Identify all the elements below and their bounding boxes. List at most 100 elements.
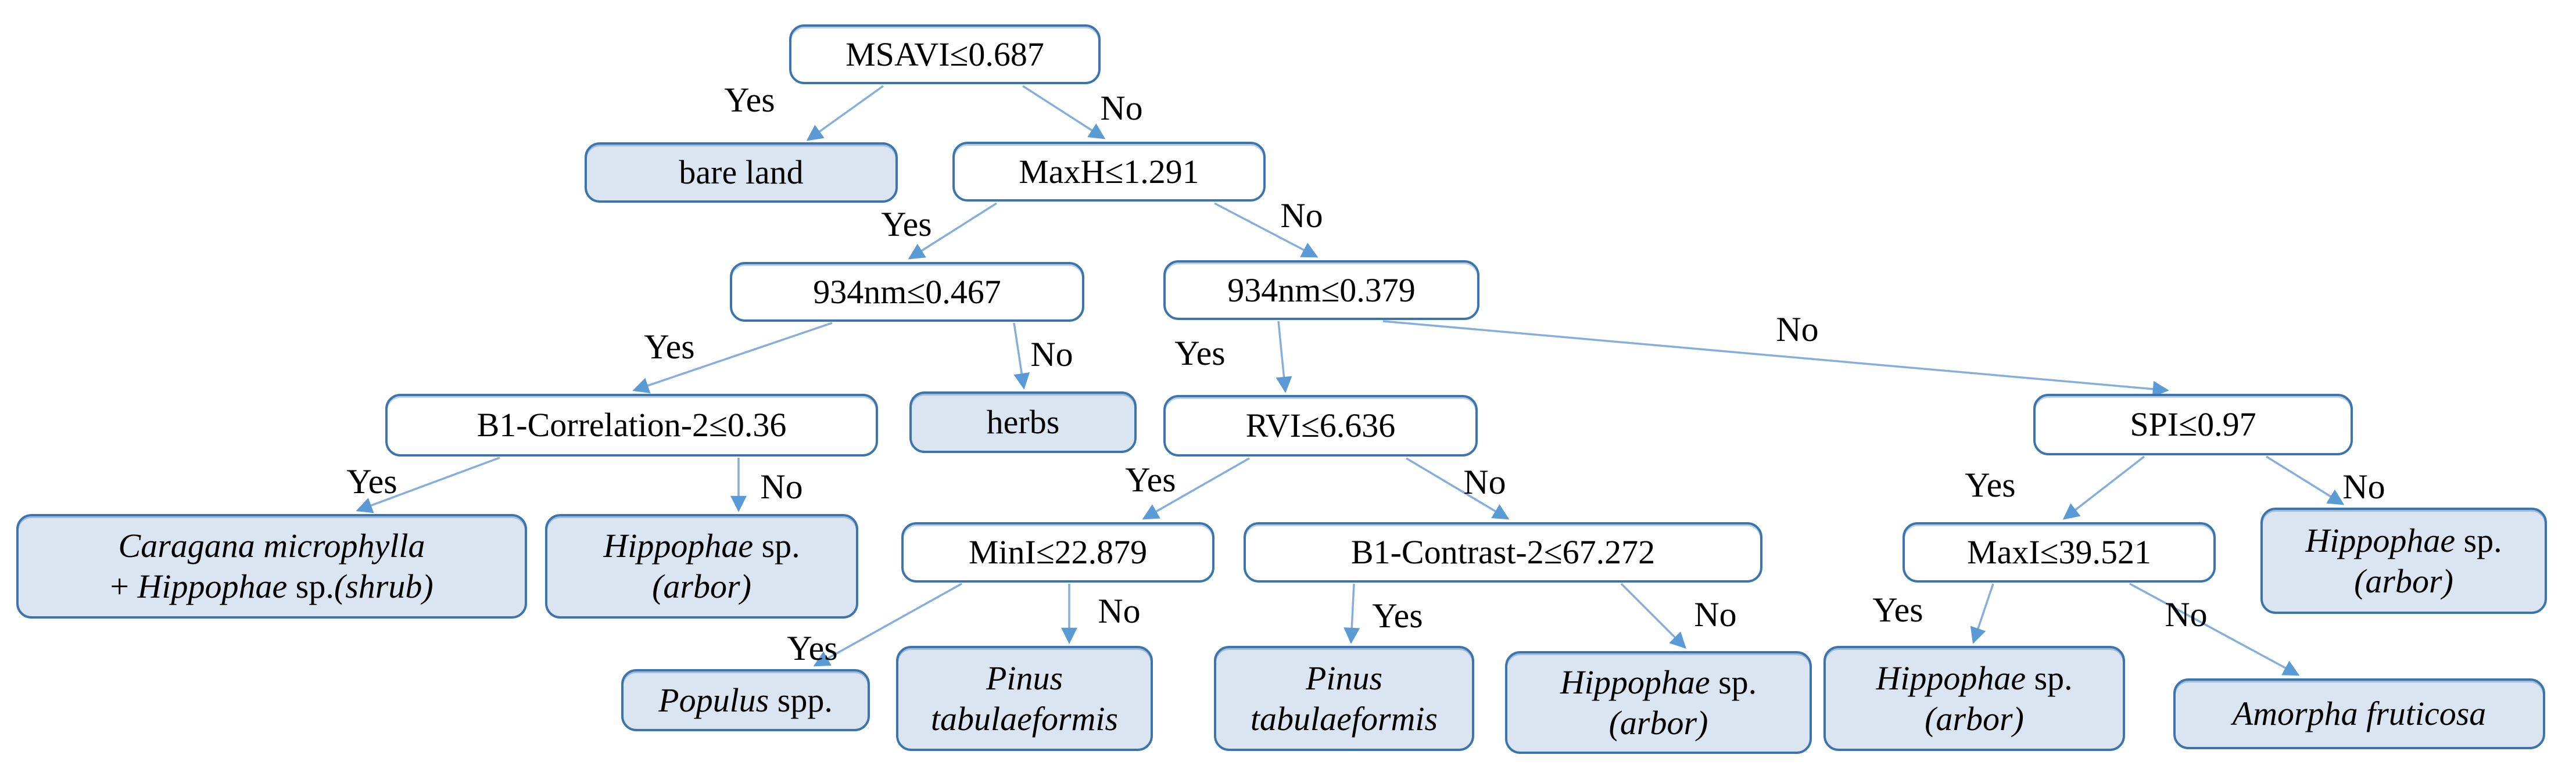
edge-934nm-0379-to-rvi [1276,321,1292,393]
leaf-hippophae-arbor-4: Hippophae sp.(arbor) [1823,646,2125,751]
label-text-run: Hippophae [2305,521,2456,559]
edge-label-yes-934nm-0467: Yes [644,328,695,366]
node-label-line: Amorpha fruticosa [2233,693,2487,734]
label-text-run: RVI≤6.636 [1245,407,1396,445]
label-text-run: (shrub) [334,567,433,605]
label-text-run: sp. [753,527,800,565]
node-label-line: RVI≤6.636 [1246,405,1396,446]
node-b1-contrast: B1-Contrast-2≤67.272 [1244,522,1762,583]
edge-label-no-mini: No [1098,592,1141,630]
label-text-run: MSAVI≤0.687 [845,35,1044,73]
label-text-run: Hippophae [1876,659,2026,697]
leaf-caragana: Caragana microphylla+ Hippophae sp.(shru… [16,514,527,619]
node-label-line: B1-Correlation-2≤0.36 [477,405,787,445]
edge-label-yes-mini: Yes [787,629,838,667]
label-text-run: Amorpha fruticosa [2232,695,2487,733]
edge-label-no-maxi: No [2165,595,2208,634]
label-text-run: 934nm≤0.379 [1227,271,1416,309]
label-text-run: Populus [658,681,769,719]
node-label-line: MinI≤22.879 [969,532,1147,573]
label-text-run: MaxI≤39.521 [1967,533,2151,572]
node-label-line: (arbor) [1925,699,2024,739]
edge-label-no-934nm-0467: No [1030,335,1073,373]
label-text-run: (arbor) [2354,562,2453,600]
node-maxi: MaxI≤39.521 [1903,522,2216,583]
node-spi: SPI≤0.97 [2033,394,2353,455]
node-label-line: Hippophae sp. [1876,658,2072,699]
edge-label-yes-maxh: Yes [881,205,932,243]
node-label-line: Populus spp. [658,680,833,721]
node-label-line: (arbor) [652,566,751,607]
edge-label-no-msavi: No [1100,89,1143,127]
edge-label-no-934nm-0379: No [1776,310,1819,348]
edge-label-no-rvi: No [1463,463,1506,501]
edge-label-yes-maxi: Yes [1872,591,1923,629]
edge-maxh-to-934nm-0379 [1214,202,1319,258]
node-msavi: MSAVI≤0.687 [789,24,1101,84]
label-text-run: sp. [2026,659,2073,697]
node-934nm-0379: 934nm≤0.379 [1163,260,1479,320]
label-text-run: sp. [287,567,334,605]
label-text-run: spp. [769,681,833,719]
edge-b1-contrast-to-pinus-2 [1343,583,1360,644]
leaf-bare-land: bare land [585,142,898,203]
label-text-run: tabulaeformis [1250,699,1438,738]
label-text-run: + [110,567,138,605]
node-rvi: RVI≤6.636 [1163,395,1478,457]
label-text-run: bare land [679,153,804,192]
edge-b1-correlation-to-caragana [356,457,500,513]
label-text-run: herbs [986,403,1060,441]
label-text-run: B1-Correlation-2≤0.36 [476,406,787,444]
edge-maxi-to-hippophae-arbor-4 [1970,583,1994,644]
node-label-line: Hippophae sp. [603,526,800,566]
edge-spi-to-maxi [2062,455,2145,520]
label-text-run: (arbor) [652,567,751,605]
node-b1-correlation: B1-Correlation-2≤0.36 [385,394,878,457]
node-label-line: Pinus [986,658,1063,699]
edge-934nm-0379-to-spi [1382,320,2169,397]
edge-label-yes-b1-contrast: Yes [1372,596,1423,635]
node-label-line: 934nm≤0.467 [813,272,1001,312]
label-text-run: Caragana microphylla [118,527,425,565]
label-text-run: (arbor) [1608,703,1708,742]
node-label-line: Pinus [1306,658,1382,699]
label-text-run: sp. [1710,663,1757,701]
label-text-run: 934nm≤0.467 [813,272,1001,311]
label-text-run: Hippophae [603,527,754,565]
edge-spi-to-hippophae-arbor-2 [2266,455,2345,505]
node-label-line: herbs [987,402,1060,443]
label-text-run: Pinus [986,659,1063,697]
node-label-line: bare land [679,152,803,193]
edge-maxi-to-amorpha [2129,583,2300,676]
edge-label-no-b1-contrast: No [1694,595,1737,634]
leaf-hippophae-arbor-2: Hippophae sp.(arbor) [2260,508,2547,614]
node-label-line: SPI≤0.97 [2130,404,2256,445]
node-mini: MinI≤22.879 [901,522,1214,583]
edge-label-yes-spi: Yes [1965,466,2016,504]
node-label-line: (arbor) [2354,561,2453,602]
node-label-line: tabulaeformis [1251,699,1438,739]
node-label-line: (arbor) [1609,703,1708,743]
label-text-run: MinI≤22.879 [968,533,1148,572]
edge-msavi-to-bare-land [806,85,884,141]
edge-label-no-b1-correlation: No [760,468,803,506]
leaf-herbs: herbs [909,391,1137,453]
edge-934nm-0467-to-b1-correlation [632,322,833,394]
edge-934nm-0467-to-herbs [1013,322,1030,390]
node-label-line: Hippophae sp. [2305,520,2502,561]
node-label-line: MaxH≤1.291 [1019,152,1199,192]
edge-label-yes-b1-correlation: Yes [346,462,397,501]
label-text-run: (arbor) [1925,699,2024,738]
edge-label-no-spi: No [2342,468,2385,506]
edge-msavi-to-maxh [1022,85,1106,139]
label-text-run: B1-Contrast-2≤67.272 [1350,533,1656,572]
edge-label-yes-msavi: Yes [724,81,775,119]
node-label-line: tabulaeformis [931,699,1118,739]
label-text-run: Hippophae [1560,663,1710,701]
edge-b1-contrast-to-hippophae-arbor-3 [1620,583,1686,649]
leaf-hippophae-arbor-1: Hippophae sp.(arbor) [545,514,858,619]
